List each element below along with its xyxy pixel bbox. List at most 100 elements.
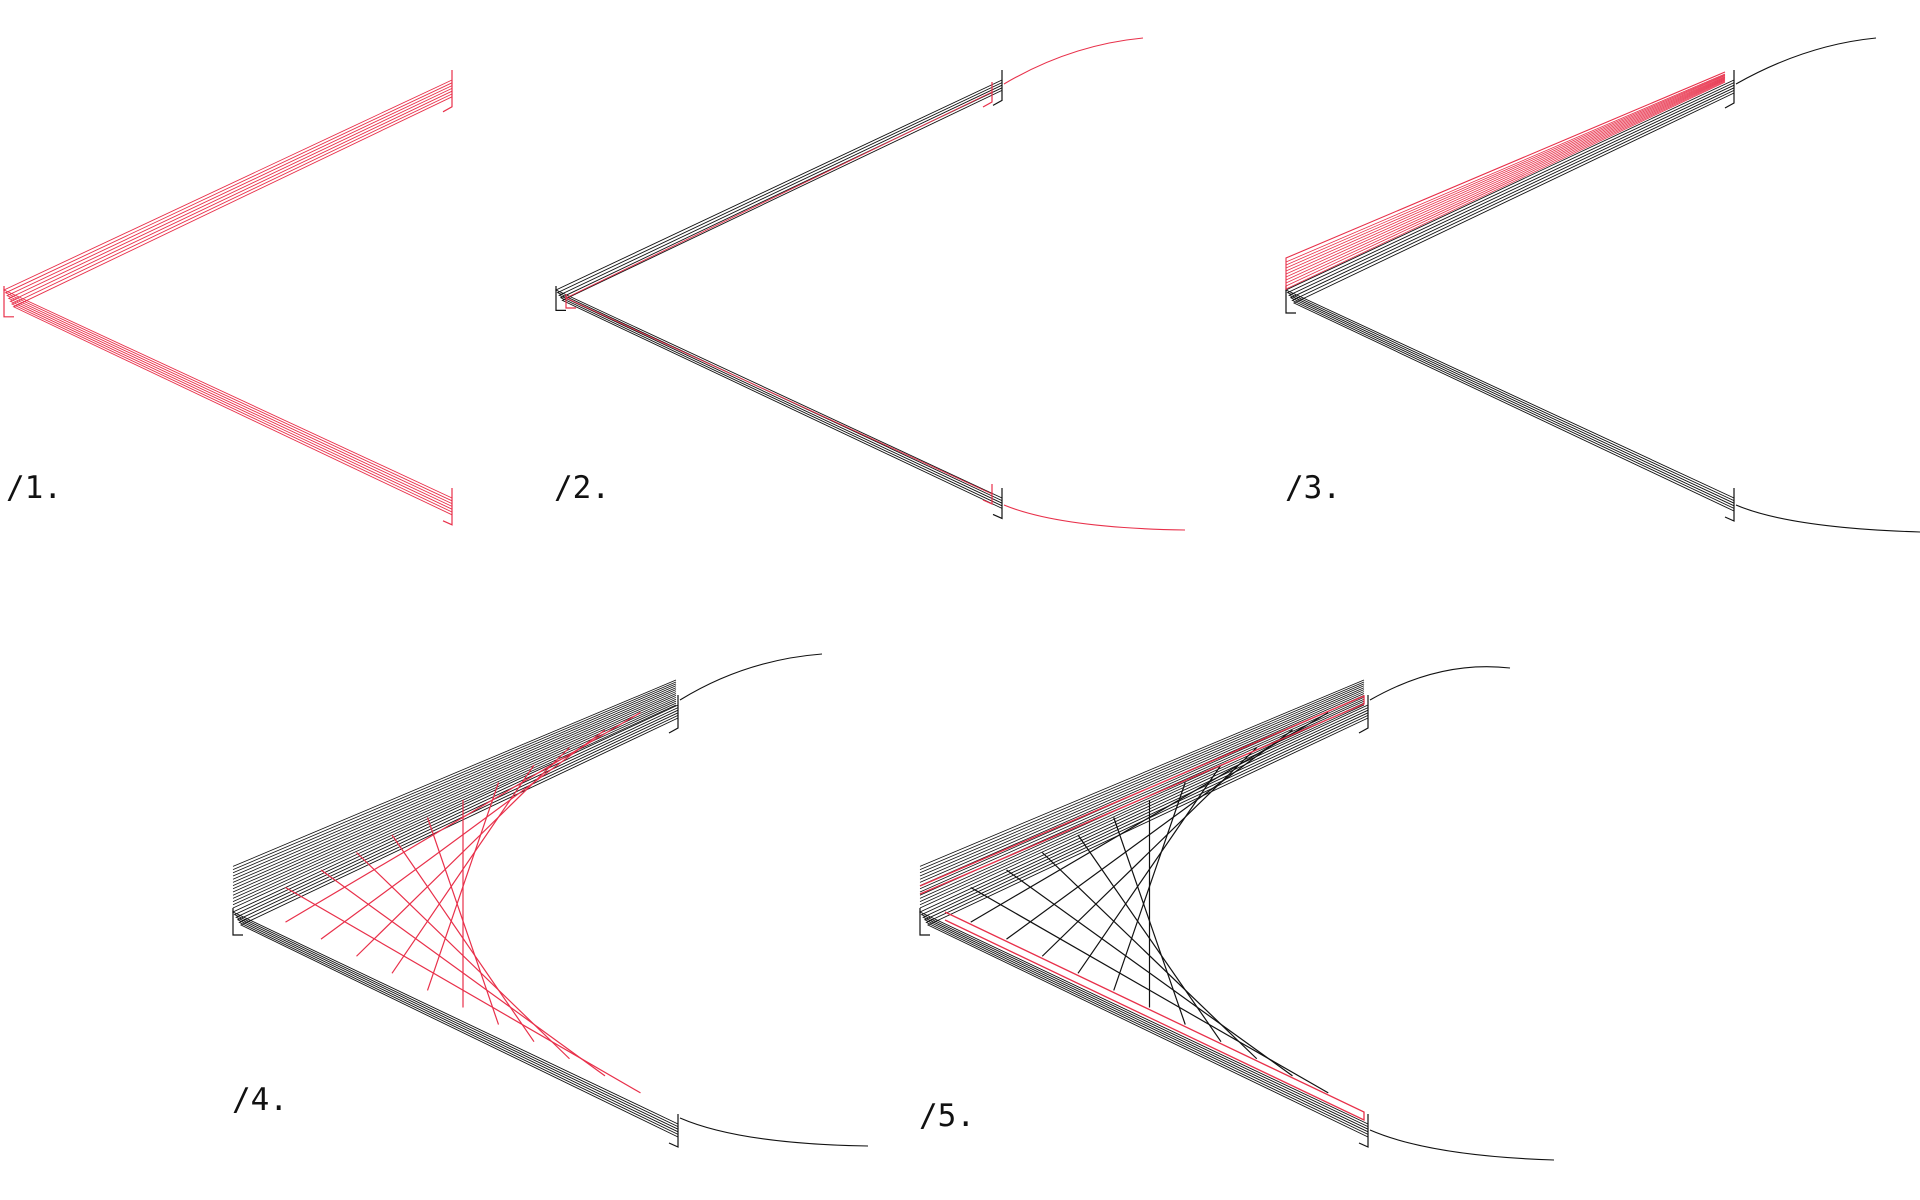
step-4-frame-bottom-cap [668, 1114, 679, 1148]
step-2-inner-bottom-cap [982, 484, 993, 505]
step-4-hatch-line [232, 696, 677, 896]
step-4-hatch-line [232, 687, 677, 880]
step-5-curve-lower [1369, 1129, 1555, 1161]
step-4-hatch-line [232, 702, 677, 906]
step-1-frame-line [9, 90, 453, 510]
step-4: /4. [231, 653, 869, 1148]
step-3-panel-line [1285, 74, 1726, 266]
step-4-hatch-line [232, 704, 677, 909]
step-4-frame-line [233, 707, 679, 1128]
step-1-frame-vertex-cap [3, 286, 14, 318]
step-5-curve-upper [1369, 666, 1511, 701]
step-5-hatch-line [919, 685, 1365, 877]
step-4-frame-top-cap [668, 695, 679, 734]
step-5-rails [919, 695, 1365, 1122]
step-4-hatch-line [232, 685, 677, 877]
step-5-hatch-line [919, 689, 1365, 883]
step-3-panel-line [1285, 79, 1726, 284]
step-5-hatch-line [919, 687, 1365, 880]
step-2-frame [554, 70, 1003, 520]
step-3-panel-line [1285, 75, 1726, 269]
step-4-strings [285, 711, 641, 1094]
step-4-frame-line [238, 714, 679, 1135]
step-3-frame-bottom-cap [1724, 488, 1735, 522]
step-2-frame-line [554, 79, 1003, 499]
step-5-hatch-line [919, 702, 1365, 906]
step-1-frame-line [10, 93, 453, 513]
step-4-curve-lower [679, 1117, 869, 1147]
step-2: /2. [554, 37, 1186, 531]
step-3-panel-line [1285, 79, 1726, 281]
step-2-frame-top-cap [992, 70, 1003, 106]
step-4-hatch-line [232, 681, 677, 870]
step-1-label: /1. [6, 470, 62, 506]
step-2-frame-line [558, 84, 1003, 504]
step-3-frame-line [1291, 89, 1735, 509]
step-3-label: /3. [1285, 470, 1341, 506]
step-5: /5. [918, 666, 1555, 1161]
step-4-hatch-line [232, 693, 677, 890]
step-3-panel-line [1285, 76, 1726, 272]
step-3-curve-lower [1735, 504, 1920, 533]
step-4-hatch-line [232, 691, 677, 886]
step-5-hatch-line [919, 691, 1365, 886]
step-4-frame-line [235, 709, 679, 1130]
step-2-frame-line [556, 82, 1003, 502]
step-5-string-line [1006, 729, 1293, 940]
step-5-strings [970, 711, 1329, 1094]
step-4-curve [679, 653, 869, 1147]
step-5-frame-line [918, 704, 1369, 1125]
step-3-panel-line [1285, 80, 1726, 287]
step-5-frame-line [923, 712, 1369, 1133]
step-4-label: /4. [232, 1082, 288, 1118]
step-5-bottom-rail [944, 911, 1365, 1122]
step-2-inner-line [564, 91, 993, 495]
step-3-panel-edge [1285, 71, 1726, 290]
step-4-frame [231, 695, 679, 1148]
step-1-frame-line [12, 96, 453, 516]
step-2-curve-lower [1003, 504, 1186, 531]
step-2-inner-top-cap [982, 82, 993, 108]
step-3-frame-line [1284, 79, 1735, 499]
step-4-hatch-line [232, 683, 677, 874]
step-3-frame-line [1289, 87, 1735, 507]
step-4-hatch-line [232, 679, 677, 867]
step-5-hatch-line [919, 704, 1365, 909]
step-1-frame-line [2, 79, 453, 499]
step-5-hatch-line [919, 679, 1365, 867]
step-3-frame-line [1292, 92, 1735, 512]
step-4-frame-line [231, 704, 679, 1125]
step-5-curve [1369, 666, 1555, 1161]
step-1-frame-line [7, 87, 453, 507]
step-3-frame-vertex-cap [1285, 286, 1296, 314]
step-3-panel-line [1285, 81, 1726, 290]
step-2-inner-vertex-cap [565, 294, 576, 309]
step-5-string-line [970, 711, 1329, 923]
step-5-label: /5. [919, 1098, 975, 1134]
step-5-hatch-line [919, 681, 1365, 870]
step-2-frame-line [561, 89, 1003, 509]
step-5-frame-line [920, 707, 1369, 1128]
step-1-frame-line [6, 85, 453, 505]
step-5-frame-line [926, 717, 1369, 1138]
step-2-frame-line [559, 87, 1003, 507]
step-5-frame-line [925, 714, 1369, 1135]
step-4-curve-upper [679, 653, 823, 701]
step-5-hatch-line [919, 683, 1365, 874]
step-2-label: /2. [554, 470, 610, 506]
step-4-hatch-line [232, 695, 677, 893]
step-3-frame-top-cap [1724, 70, 1735, 109]
step-2-frame-bottom-cap [992, 488, 1003, 520]
step-4-frame-vertex-cap [232, 908, 243, 936]
step-3: /3. [1284, 37, 1920, 533]
step-3-frame-line [1288, 84, 1735, 504]
step-3-frame [1284, 70, 1735, 522]
step-1: /1. [2, 70, 453, 526]
step-1-frame-line [4, 82, 453, 502]
step-5-hatch [919, 679, 1365, 909]
step-5-frame [918, 695, 1369, 1148]
step-5-frame-top-cap [1358, 695, 1369, 734]
step-3-panel-line [1285, 73, 1726, 263]
step-2-curve [1003, 37, 1186, 531]
